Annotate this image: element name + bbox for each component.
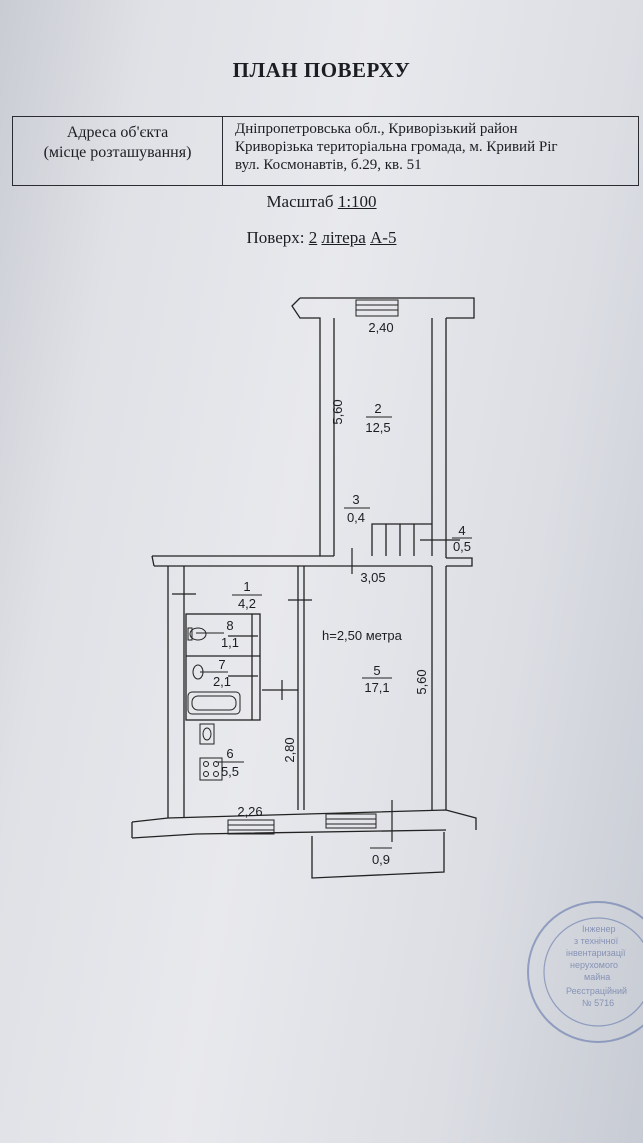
plan-windows — [227, 299, 399, 835]
room-7-number: 7 — [218, 657, 225, 672]
stamp-line-7: № 5716 — [582, 998, 614, 1008]
room-1-area: 4,2 — [238, 596, 256, 611]
balcony-area: 0,9 — [372, 852, 390, 867]
room-6-area: 5,5 — [221, 764, 239, 779]
address-value-line1: Дніпропетровська обл., Криворізький райо… — [235, 121, 518, 137]
dim-kitchen-width: 2,26 — [237, 804, 262, 819]
plan-fixtures — [187, 627, 241, 781]
page-title: ПЛАН ПОВЕРХУ — [232, 58, 411, 82]
address-label-line1: Адреса об'єкта — [66, 124, 169, 141]
kitchen-sink-icon — [199, 723, 215, 745]
scale-label: Масштаб — [266, 192, 334, 211]
plan-doors — [172, 548, 393, 842]
room-8-area: 1,1 — [221, 635, 239, 650]
stamp-line-5: майна — [584, 972, 610, 982]
scale-value: 1:100 — [337, 192, 377, 211]
floor-line: Поверх: 2 літера А-5 — [0, 228, 643, 248]
floor-label: Поверх: — [246, 228, 305, 247]
floor-letter-label: літера — [321, 228, 366, 247]
plan-walls — [131, 297, 477, 879]
room-5-area: 17,1 — [364, 680, 389, 695]
stamp-line-6: Реєстраційний — [566, 986, 627, 996]
room-7-area: 2,1 — [213, 674, 231, 689]
room-8-number: 8 — [226, 618, 233, 633]
stamp-line-3: інвентаризації — [566, 948, 626, 958]
room-5-number: 5 — [373, 663, 380, 678]
room-label-dividers — [196, 416, 472, 849]
floor-letter: А-5 — [370, 228, 397, 247]
dim-room5-width: 3,05 — [360, 570, 385, 585]
address-label-cell: Адреса об'єкта (місце розташування) — [13, 117, 223, 185]
address-value-cell: Дніпропетровська обл., Криворізький райо… — [235, 120, 635, 174]
dim-kitchen-length: 2,80 — [282, 737, 297, 762]
dim-room2-length: 5,60 — [330, 399, 345, 424]
toilet-icon — [187, 627, 207, 641]
room-2-number: 2 — [374, 401, 381, 416]
official-stamp: Інженер з технічної інвентаризації нерух… — [527, 901, 643, 1043]
stamp-line-1: Інженер — [582, 924, 615, 934]
stamp-line-4: нерухомого — [570, 960, 618, 970]
room-6-number: 6 — [226, 746, 233, 761]
bathtub-icon — [187, 691, 241, 715]
address-label-line2: (місце розташування) — [43, 144, 192, 161]
room-1-number: 1 — [243, 579, 250, 594]
ceiling-height-note: h=2,50 метра — [322, 628, 403, 643]
address-table: Адреса об'єкта (місце розташування) Дніп… — [12, 116, 639, 186]
floor-number: 2 — [308, 228, 318, 247]
dim-room2-width: 2,40 — [368, 320, 393, 335]
room-3-number: 3 — [352, 492, 359, 507]
dim-room5-length: 5,60 — [414, 669, 429, 694]
stamp-line-2: з технічної — [574, 936, 619, 946]
scale-line: Масштаб 1:100 — [0, 192, 643, 212]
room-2-area: 12,5 — [365, 420, 390, 435]
address-value-line2: Криворізька територіальна громада, м. Кр… — [235, 139, 558, 155]
room-4-area: 0,5 — [453, 539, 471, 554]
stove-icon — [199, 757, 223, 781]
address-value-line3: вул. Космонавтів, б.29, кв. 51 — [235, 157, 422, 173]
room-3-area: 0,4 — [347, 510, 365, 525]
room-4-number: 4 — [458, 523, 465, 538]
